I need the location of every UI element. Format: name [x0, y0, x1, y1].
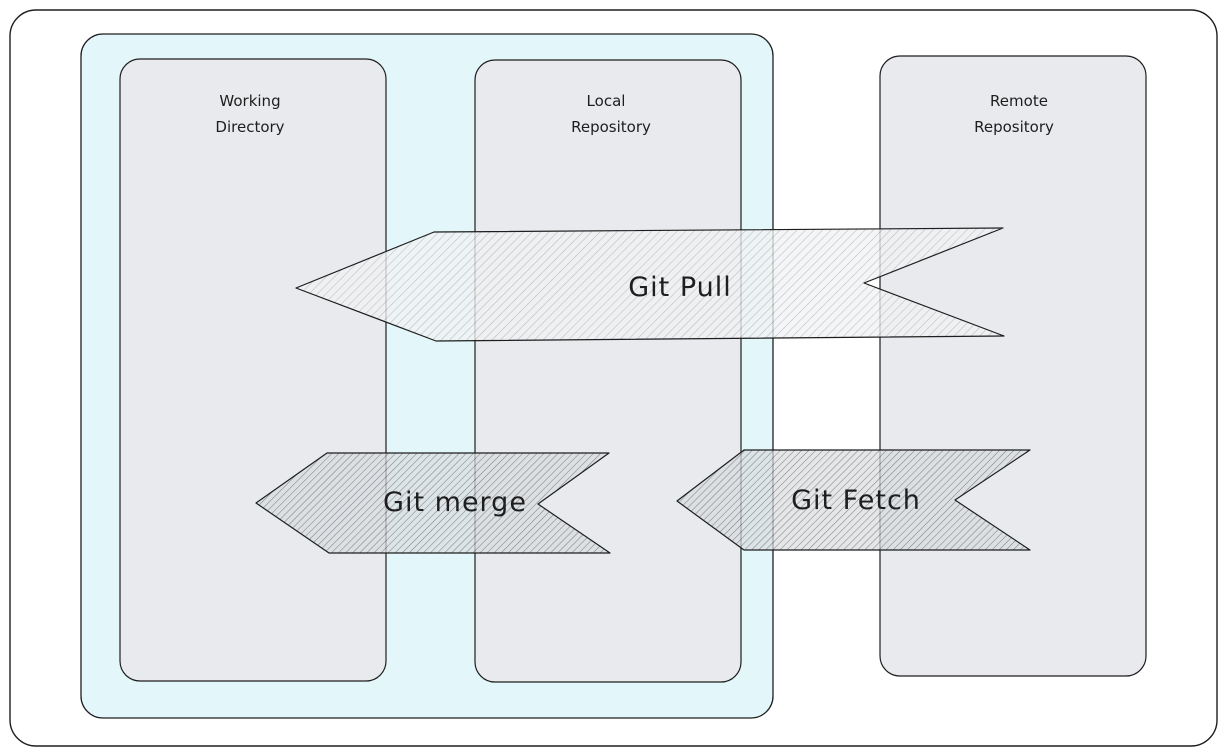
- local-repository-column: [474, 59, 742, 683]
- git-fetch-arrow: [676, 449, 1031, 551]
- working-directory-column: [119, 58, 387, 682]
- working-directory-label-line2: Directory: [215, 118, 284, 136]
- git-merge-label: Git merge: [383, 487, 527, 518]
- local-repository-label-line2: Repository: [571, 118, 651, 136]
- git-pull-arrow: [295, 227, 1005, 342]
- local-repository-label-line1: Local: [587, 92, 626, 110]
- remote-repository-label-line1: Remote: [990, 92, 1048, 110]
- remote-repository-column: [879, 55, 1147, 677]
- git-fetch-label: Git Fetch: [791, 485, 921, 516]
- remote-repository-label-line2: Repository: [974, 118, 1054, 136]
- git-pull-label: Git Pull: [628, 272, 732, 303]
- working-directory-label-line1: Working: [219, 92, 280, 110]
- git-merge-arrow: [255, 452, 611, 554]
